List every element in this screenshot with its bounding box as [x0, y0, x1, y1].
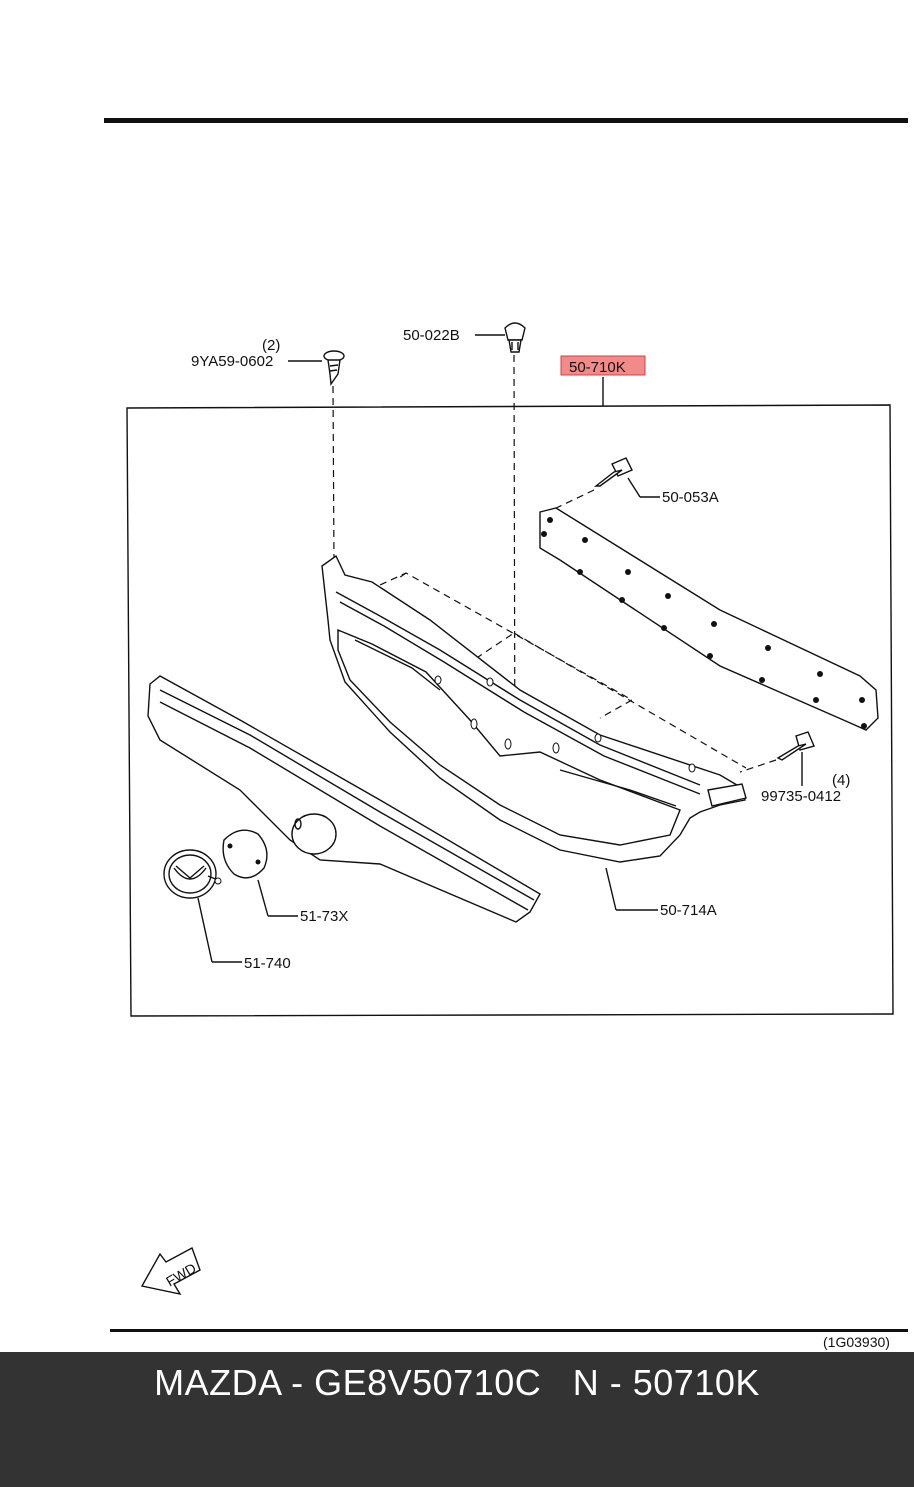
- part-screw-top: 50-053A: [662, 489, 719, 506]
- qty-right: (4): [832, 772, 850, 789]
- screw-top-icon: [593, 457, 633, 487]
- part-clip: 50-022B: [403, 327, 460, 344]
- emblem-cover: [222, 829, 268, 879]
- clip-icon: [504, 322, 526, 353]
- assembly-frame: [126, 404, 894, 1017]
- fwd-arrow-icon: FWD: [140, 1246, 201, 1296]
- upper-bracket: [539, 507, 879, 731]
- part-emblem: 51-740: [244, 955, 291, 972]
- footer-part-reference: MAZDA - GE8V50710C N - 50710K: [154, 1362, 760, 1403]
- part-screw-left: 9YA59-0602: [191, 353, 273, 370]
- top-rule: [104, 118, 908, 123]
- main-part-number: 50-710K: [569, 359, 626, 376]
- main-part-highlight: [560, 355, 646, 376]
- figure-code: (1G03930): [823, 1334, 890, 1350]
- parts-diagram: 50-710K (2) 9YA59-0602 50-022B 50-053A: [104, 118, 908, 1350]
- bottom-rule: [110, 1329, 908, 1332]
- screw-right-icon: [776, 731, 815, 761]
- molding-bar: [147, 675, 541, 923]
- footer-bar: MAZDA - GE8V50710C N - 50710K: [0, 1352, 914, 1487]
- emblem-icon: [163, 849, 222, 899]
- qty-left: (2): [262, 337, 280, 354]
- screw-left-icon: [323, 350, 345, 386]
- grille: [321, 554, 747, 863]
- part-grille: 50-714A: [660, 902, 717, 919]
- part-screw-right: 99735-0412: [761, 788, 841, 805]
- part-cover: 51-73X: [300, 908, 348, 925]
